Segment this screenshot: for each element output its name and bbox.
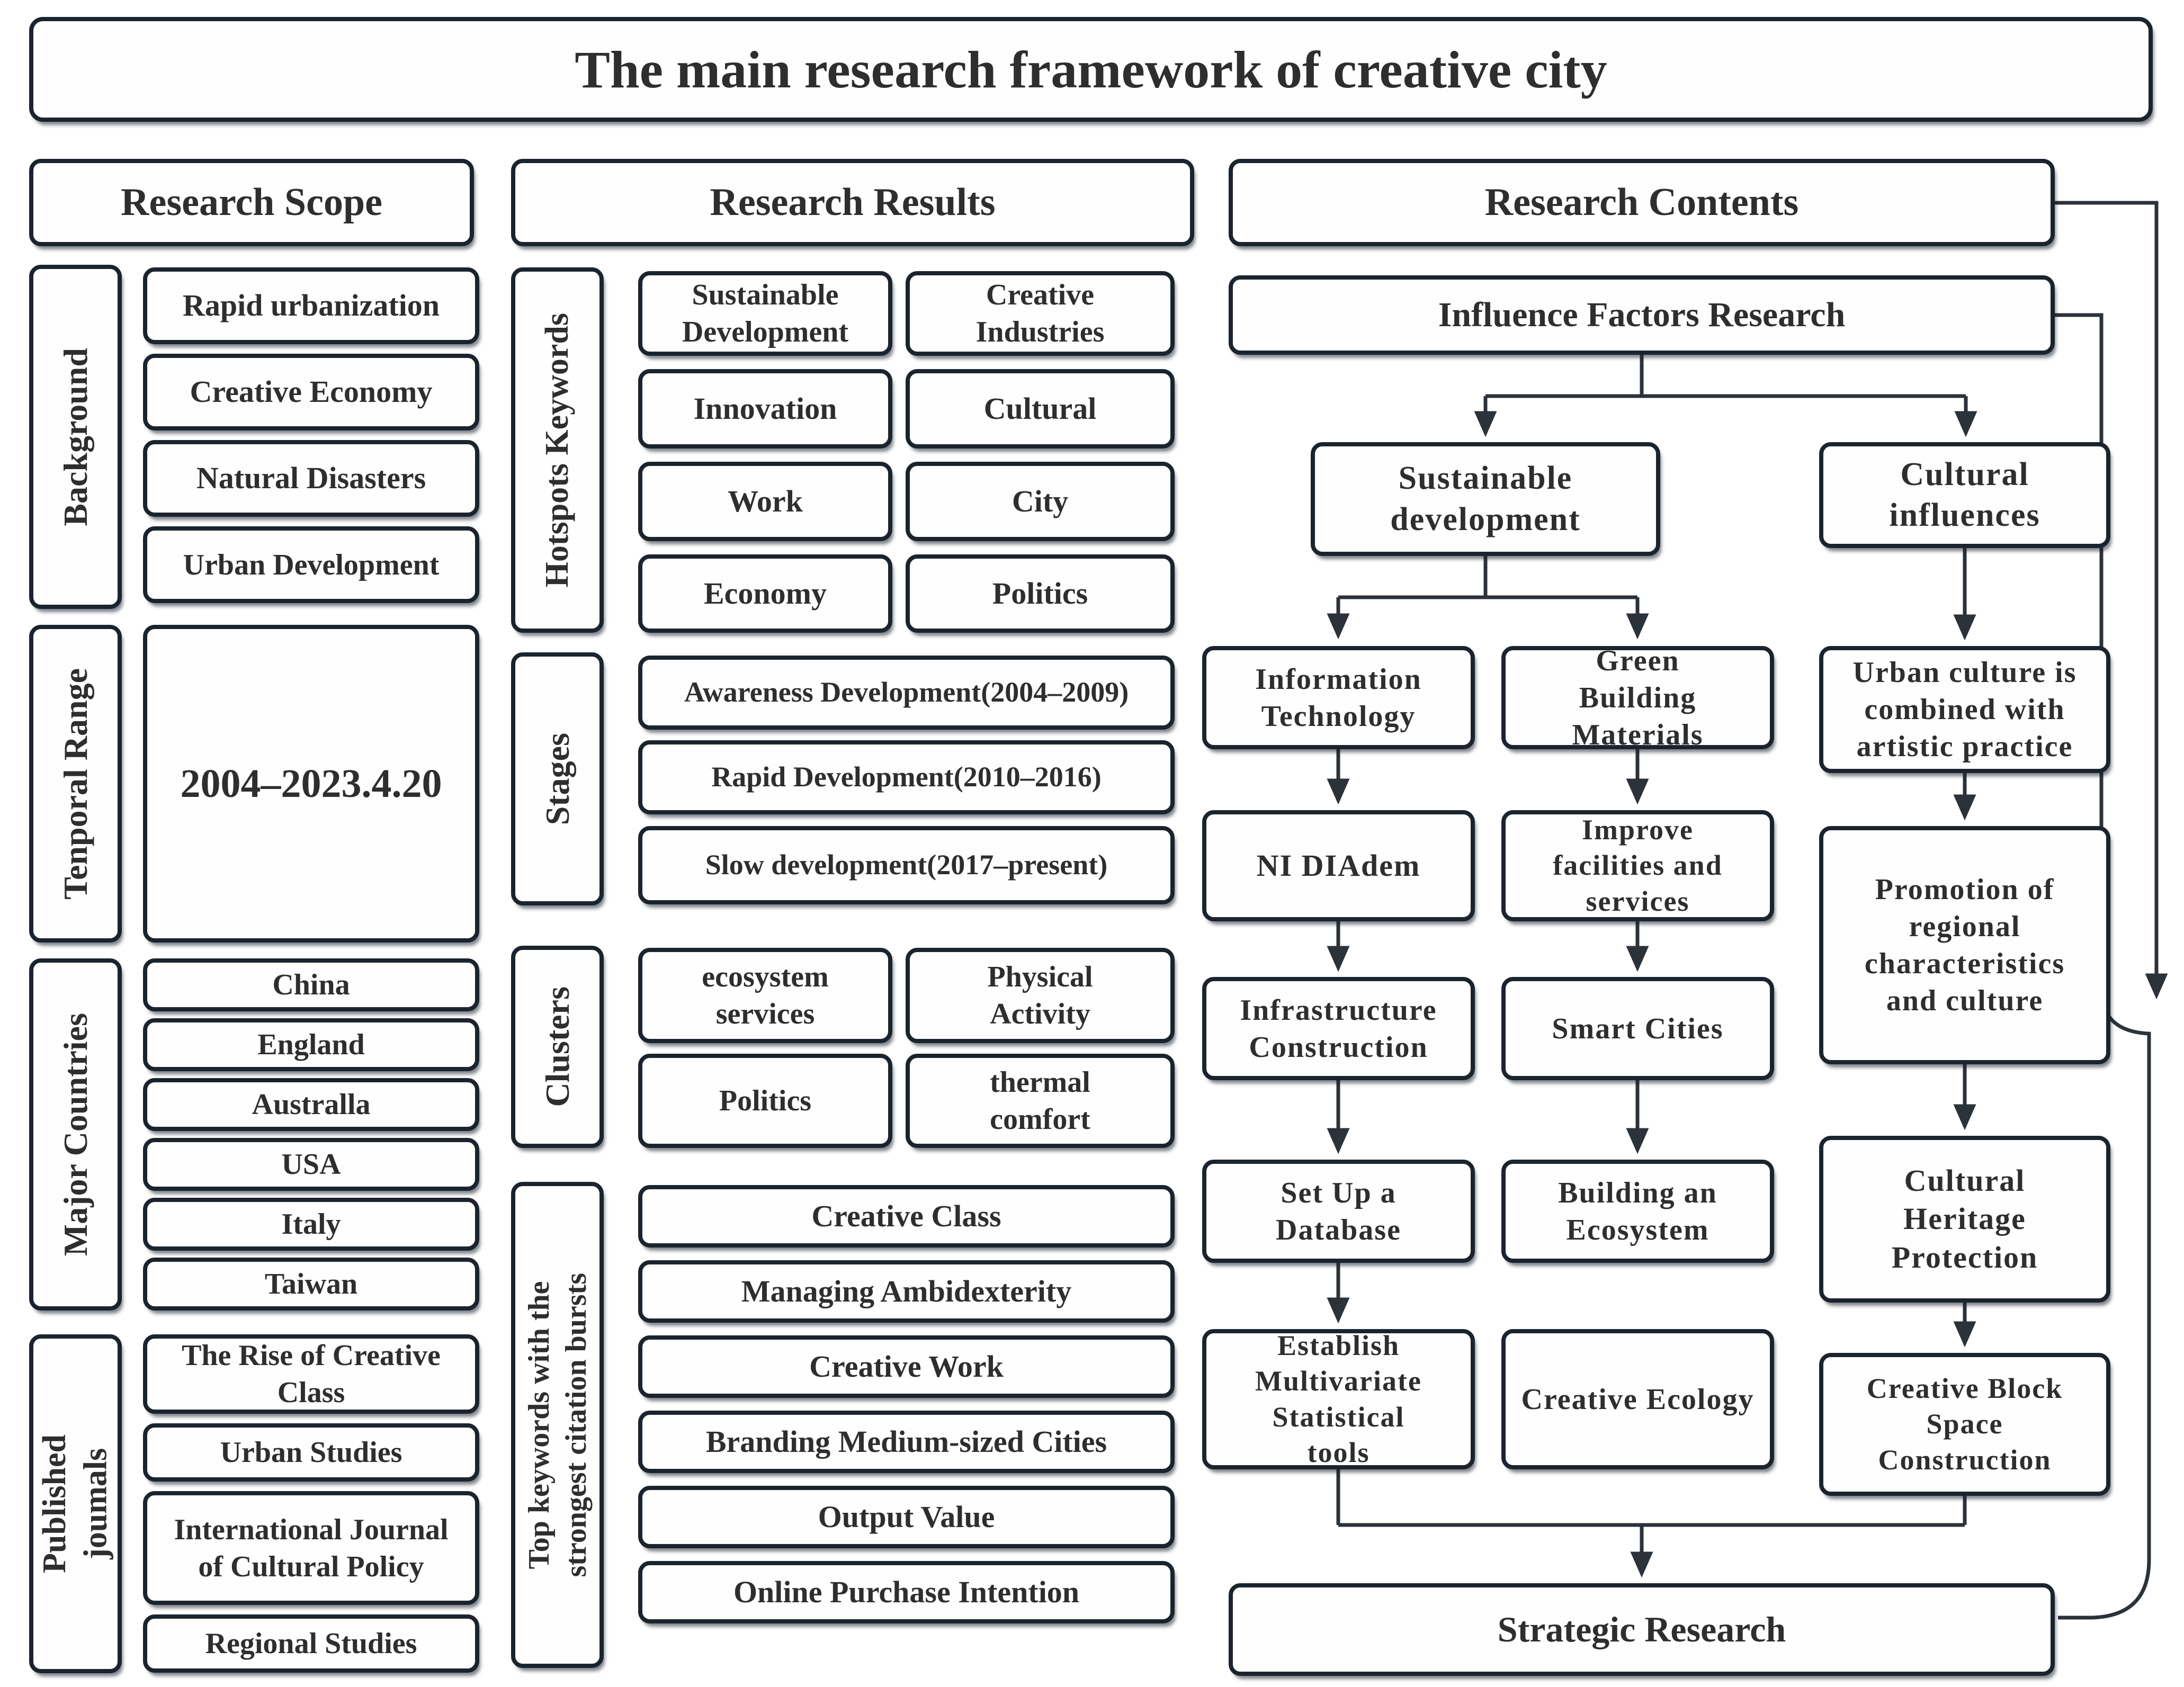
group-label-clusters: Clusters	[511, 946, 604, 1148]
group-label-background: Background	[29, 265, 122, 609]
stage-slow-development: Slow development(2017–present)	[638, 826, 1175, 904]
burst-managing-ambidexterity: Managing Ambidexterity	[638, 1260, 1175, 1323]
burst-creative-class: Creative Class	[638, 1185, 1175, 1248]
loop-outer	[2055, 201, 2168, 1000]
cluster-thermal-comfort: thermal comfort	[906, 1054, 1175, 1148]
item-country-china: China	[143, 958, 479, 1011]
item-journal-intl-cultural-policy: International Journal of Cultural Policy	[143, 1491, 479, 1605]
node-cultural-heritage-protection: Cultural Heritage Protection	[1819, 1136, 2110, 1303]
node-strategic-research: Strategic Research	[1229, 1583, 2055, 1676]
item-journal-urban-studies: Urban Studies	[143, 1423, 479, 1482]
stage-rapid-development: Rapid Development(2010–2016)	[638, 740, 1175, 814]
burst-output-value: Output Value	[638, 1486, 1175, 1548]
cluster-physical-activity: Physical Activity	[906, 948, 1175, 1043]
item-journal-rise-of-creative-class: The Rise of Creative Class	[143, 1334, 479, 1414]
node-set-up-a-database: Set Up a Database	[1202, 1160, 1475, 1263]
node-influence-factors-research: Influence Factors Research	[1229, 275, 2055, 355]
keyword-innovation: Innovation	[638, 369, 892, 448]
cluster-ecosystem-services: ecosystem services	[638, 948, 892, 1043]
group-label-hotspots-keywords: Hotspots Keywords	[511, 267, 604, 633]
burst-branding-medium-sized-cities: Branding Medium-sized Cities	[638, 1411, 1175, 1473]
node-creative-block-space-construction: Creative Block Space Construction	[1819, 1353, 2110, 1496]
item-rapid-urbanization: Rapid urbanization	[143, 267, 479, 344]
item-country-italy: Italy	[143, 1198, 479, 1251]
cluster-politics: Politics	[638, 1054, 892, 1148]
keyword-work: Work	[638, 462, 892, 541]
item-country-england: England	[143, 1018, 479, 1071]
item-journal-regional-studies: Regional Studies	[143, 1614, 479, 1673]
group-label-published-journals: Published joumals	[29, 1334, 122, 1673]
group-label-major-countries: Major Countries	[29, 958, 122, 1311]
node-information-technology: Information Technology	[1202, 646, 1475, 749]
node-smart-cities: Smart Cities	[1501, 977, 1774, 1080]
keyword-economy: Economy	[638, 554, 892, 633]
node-infrastructure-construction: Infrastructure Construction	[1202, 977, 1475, 1080]
item-natural-disasters: Natural Disasters	[143, 440, 479, 517]
column-header-research-scope: Research Scope	[29, 159, 474, 246]
page-title: The main research framework of creative …	[29, 17, 2153, 122]
keyword-creative-industries: Creative Industries	[906, 271, 1175, 356]
item-creative-economy: Creative Economy	[143, 354, 479, 430]
stage-awareness-development: Awareness Development(2004–2009)	[638, 656, 1175, 730]
node-promotion-regional-characteristics: Promotion of regional characteristics an…	[1819, 826, 2110, 1064]
node-creative-ecology: Creative Ecology	[1501, 1329, 1774, 1469]
node-green-building-materials: Green Building Materials	[1501, 644, 1774, 751]
node-cultural-influences: Cultural influences	[1819, 442, 2110, 548]
burst-online-purchase-intention: Online Purchase Intention	[638, 1561, 1175, 1623]
node-building-an-ecosystem: Building an Ecosystem	[1501, 1160, 1774, 1263]
group-label-top-keywords-bursts: Top keywords with the strongest citation…	[511, 1182, 604, 1668]
item-urban-development: Urban Development	[143, 526, 479, 603]
keyword-cultural: Cultural	[906, 369, 1175, 448]
item-temporal-range-value: 2004–2023.4.20	[143, 625, 479, 943]
group-label-tenporal-range: Tenporal Range	[29, 625, 122, 943]
column-header-research-contents: Research Contents	[1229, 159, 2055, 246]
node-improve-facilities-and-services: Improve facilities and services	[1501, 810, 1774, 921]
node-sustainable-development: Sustainable development	[1311, 442, 1660, 556]
burst-creative-work: Creative Work	[638, 1335, 1175, 1398]
node-ni-diadem: NI DIAdem	[1202, 810, 1475, 921]
column-header-research-results: Research Results	[511, 159, 1194, 246]
keyword-sustainable-development: Sustainable Development	[638, 271, 892, 356]
item-country-australla: Australla	[143, 1078, 479, 1131]
keyword-politics: Politics	[906, 554, 1175, 633]
node-establish-multivariate-statistical-tools: Establish Multivariate Statistical tools	[1202, 1329, 1475, 1469]
item-country-taiwan: Taiwan	[143, 1258, 479, 1311]
item-country-usa: USA	[143, 1138, 479, 1191]
group-label-stages: Stages	[511, 652, 604, 905]
keyword-city: City	[906, 462, 1175, 541]
node-urban-culture-artistic-practice: Urban culture is combined with artistic …	[1819, 646, 2110, 773]
